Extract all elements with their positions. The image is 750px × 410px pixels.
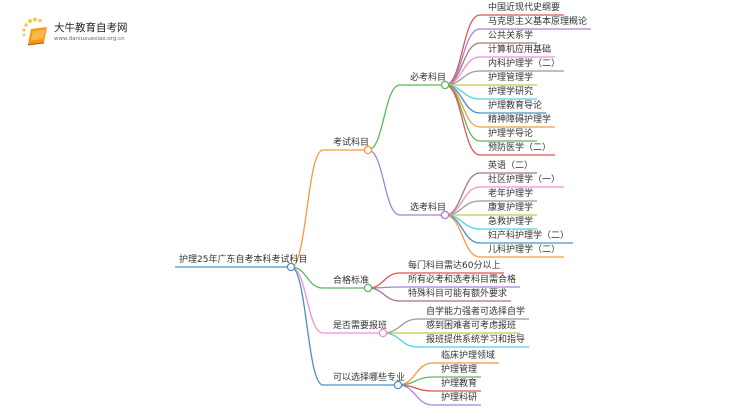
leaf-node[interactable]: 妇产科护理学（二） [488,231,570,241]
connector-line [367,149,401,216]
connector-line [444,84,481,156]
connector-line [444,214,481,258]
logo-title: 大牛教育自考网 [54,22,128,34]
connector-line [290,149,324,268]
connector-line [444,84,481,142]
leaf-node[interactable]: 每门科目需达60分以上 [408,261,501,271]
connector-line [367,272,401,289]
leaf-node[interactable]: 感到困难者可考虑报班 [426,321,517,331]
connector-line [382,332,419,348]
leaf-node[interactable]: 自学能力强者可选择自学 [426,307,526,317]
branch-node[interactable]: 合格标准 [333,276,370,286]
node-toggle[interactable] [440,210,450,220]
leaf-node[interactable]: 护理学导论 [488,129,534,139]
leaf-node[interactable]: 护理科研 [441,393,478,403]
node-toggle[interactable] [378,328,388,338]
leaf-node[interactable]: 康复护理学 [488,203,534,213]
sub-branch-node[interactable]: 选考科目 [410,203,447,213]
logo-url: www.daniuxuexiao.org.cn [54,36,125,42]
node-toggle[interactable] [286,262,296,272]
site-logo: 大牛教育自考网 www.daniuxuexiao.org.cn [18,16,138,48]
leaf-node[interactable]: 急救护理学 [488,217,534,227]
leaf-node[interactable]: 护理教育导论 [488,101,543,111]
leaf-node[interactable]: 临床护理领域 [441,351,496,361]
leaf-node[interactable]: 护理管理学 [488,73,534,83]
leaf-node[interactable]: 社区护理学（一） [488,175,561,185]
sub-branch-node[interactable]: 必考科目 [410,73,447,83]
leaf-node[interactable]: 所有必考和选考科目需合格 [408,275,517,285]
leaf-node[interactable]: 内科护理学（二） [488,59,561,69]
leaf-node[interactable]: 英语（二） [488,161,534,171]
leaf-node[interactable]: 公共关系学 [488,31,534,41]
connector-line [290,266,324,334]
branch-node[interactable]: 可以选择哪些专业 [333,373,406,383]
leaf-node[interactable]: 计算机应用基础 [488,45,552,55]
connector-line [367,84,401,151]
leaf-node[interactable]: 儿科护理学（二） [488,245,561,255]
leaf-node[interactable]: 老年护理学 [488,189,534,199]
connector-line [444,14,481,86]
branch-node[interactable]: 是否需要报班 [333,321,388,331]
node-toggle[interactable] [393,380,403,390]
leaf-node[interactable]: 护理管理 [441,365,478,375]
connector-line [382,318,419,334]
leaf-node[interactable]: 马克思主义基本原理概论 [488,17,588,27]
node-toggle[interactable] [363,145,373,155]
branch-node[interactable]: 考试科目 [333,138,370,148]
node-toggle[interactable] [440,80,450,90]
node-toggle[interactable] [363,283,373,293]
connector-line [444,28,481,86]
leaf-node[interactable]: 中国近现代史纲要 [488,3,561,13]
leaf-node[interactable]: 预防医学（二） [488,143,552,153]
leaf-node[interactable]: 护理学研究 [488,87,534,97]
leaf-node[interactable]: 特殊科目可能有额外要求 [408,289,508,299]
leaf-node[interactable]: 报班提供系统学习和指导 [426,335,526,345]
book-logo-icon [22,17,47,46]
root-node[interactable]: 护理25年广东自考本科考试科目 [179,255,308,265]
connector-line [290,266,324,386]
connector-line [367,287,401,302]
leaf-node[interactable]: 精神障碍护理学 [488,115,552,125]
leaf-node[interactable]: 护理教育 [441,379,478,389]
